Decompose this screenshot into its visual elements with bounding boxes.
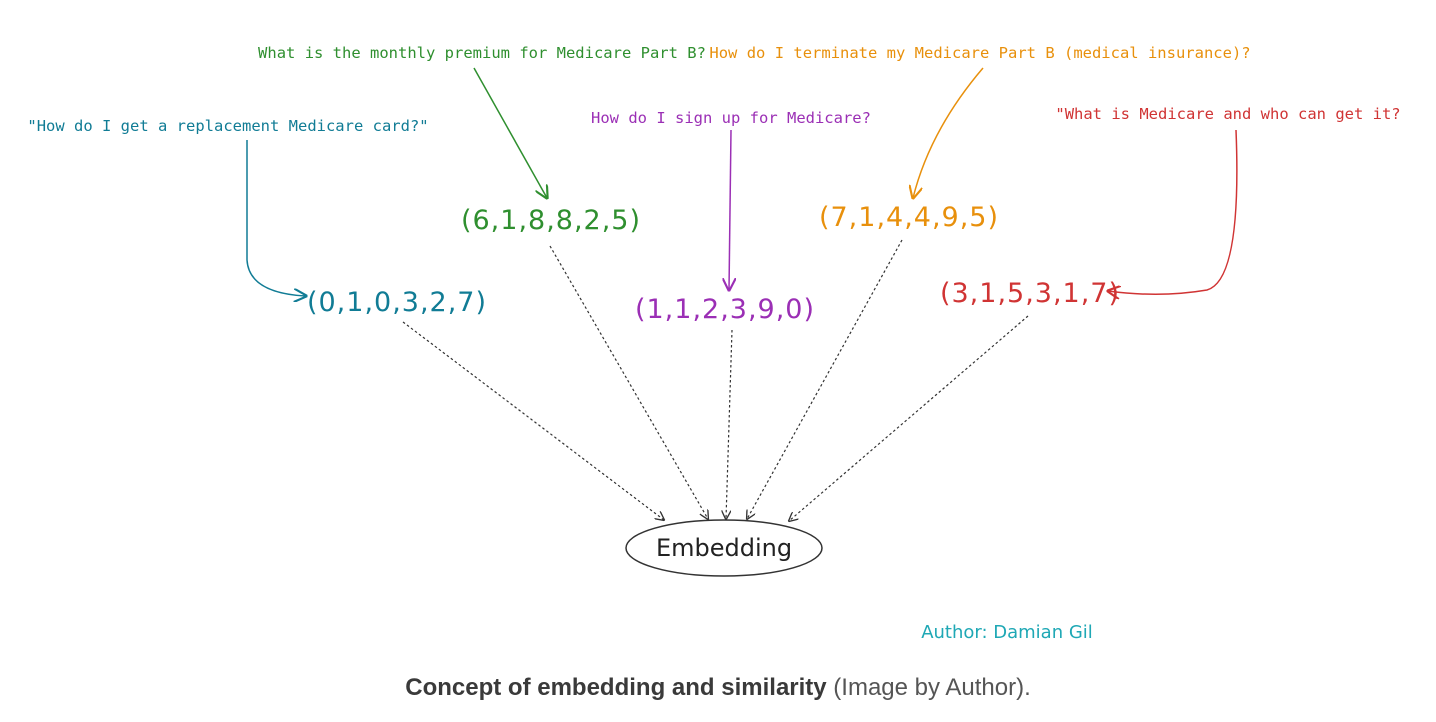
author-credit: Author: Damian Gil <box>921 622 1093 643</box>
arrow-vector-green-to-embedding <box>549 245 708 519</box>
caption-rest: (Image by Author). <box>826 674 1031 701</box>
arrow-question-purple <box>729 129 731 290</box>
embedding-diagram: "How do I get a replacement Medicare car… <box>27 44 1400 643</box>
arrow-question-orange <box>913 67 984 198</box>
arrow-question-teal <box>246 140 306 296</box>
vector-orange: (7,1,4,4,9,5) <box>819 202 999 233</box>
question-teal: "How do I get a replacement Medicare car… <box>27 117 428 135</box>
arrow-question-red <box>1108 129 1238 294</box>
caption-bold: Concept of embedding and similarity <box>405 674 827 701</box>
embedding-ellipse <box>625 519 823 577</box>
vector-teal: (0,1,0,3,2,7) <box>307 287 487 318</box>
vector-green: (6,1,8,8,2,5) <box>461 205 641 236</box>
arrow-vector-teal-to-embedding <box>402 321 664 520</box>
question-purple: How do I sign up for Medicare? <box>591 109 871 127</box>
question-green: What is the monthly premium for Medicare… <box>258 44 706 62</box>
arrow-vector-red-to-embedding <box>789 315 1029 521</box>
arrow-vector-purple-to-embedding <box>726 329 733 519</box>
embedding-label: Embedding <box>656 534 792 562</box>
vector-purple: (1,1,2,3,9,0) <box>635 294 815 325</box>
arrow-vector-orange-to-embedding <box>747 239 903 519</box>
question-orange: How do I terminate my Medicare Part B (m… <box>709 44 1250 62</box>
vector-red: (3,1,5,3,1,7) <box>940 278 1120 309</box>
figure-caption: Concept of embedding and similarity (Ima… <box>0 674 1436 702</box>
question-red: "What is Medicare and who can get it? <box>1055 105 1400 123</box>
arrow-question-green <box>473 67 547 198</box>
